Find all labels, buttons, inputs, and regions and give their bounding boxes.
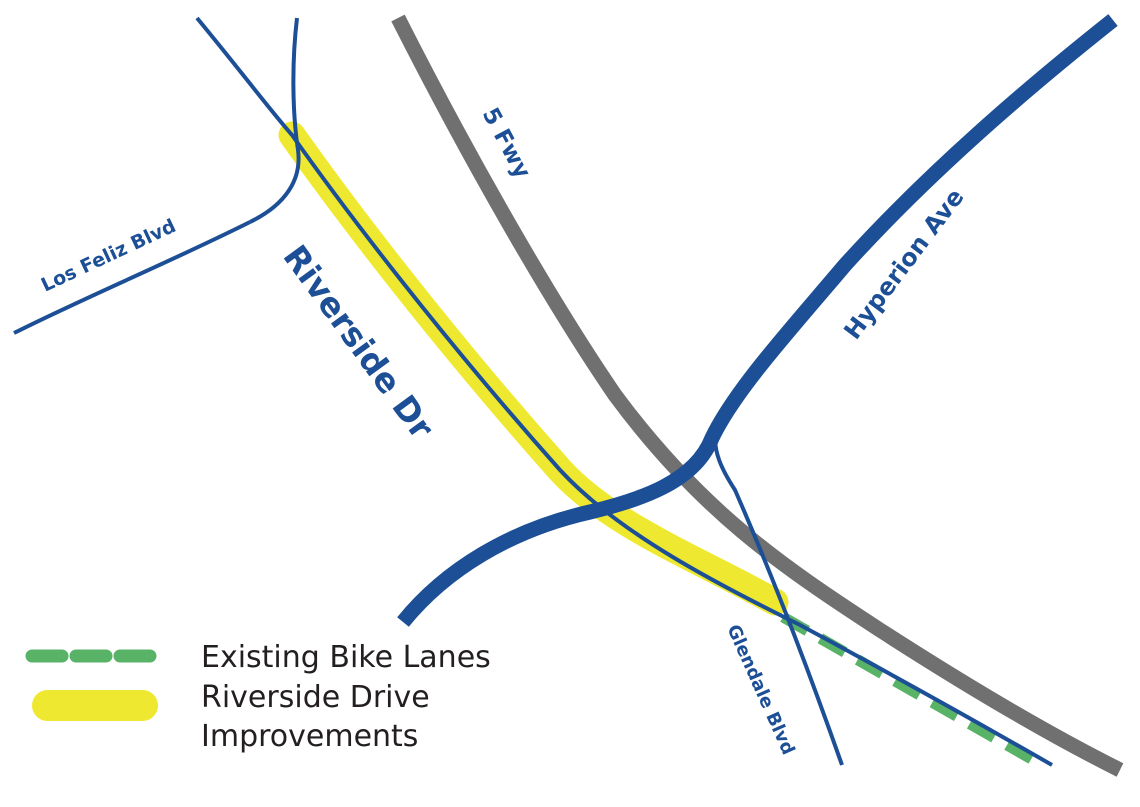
legend-improvements-label-line1: Riverside Drive	[201, 680, 430, 715]
legend-improvements-label-line2: Improvements	[201, 719, 418, 754]
existing-bike-lane-path	[780, 612, 1045, 770]
legend-improvements-swatch	[32, 690, 158, 721]
legend-existing-bike-lanes-label: Existing Bike Lanes	[201, 640, 491, 675]
map-legend: Existing Bike Lanes Riverside Drive Impr…	[25, 640, 491, 754]
los-feliz-north-road	[249, 17, 301, 224]
glendale-blvd-road	[713, 429, 844, 766]
riverside-dr-road	[195, 16, 1053, 767]
hyperion-ave-road	[397, 14, 1118, 627]
freeway-5-road	[391, 14, 1124, 777]
los-feliz-blvd-road	[13, 220, 251, 335]
